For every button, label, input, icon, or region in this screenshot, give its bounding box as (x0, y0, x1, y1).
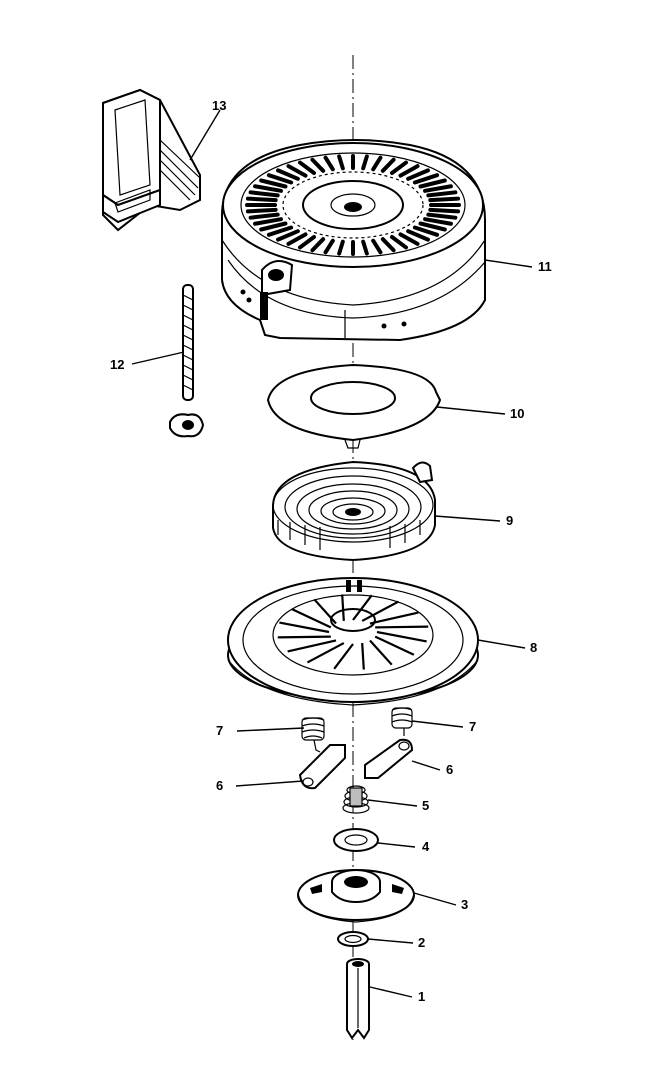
callout-7-left: 7 (216, 723, 223, 738)
part-3-retainer (297, 869, 415, 923)
callout-6-left: 6 (216, 778, 223, 793)
callout-7-right: 7 (469, 719, 476, 734)
callout-9: 9 (506, 513, 513, 528)
part-11-housing (221, 139, 486, 342)
part-6-pawl-left (298, 744, 346, 790)
callout-10: 10 (510, 406, 524, 421)
callout-6-right: 6 (446, 762, 453, 777)
callouts: 1 2 3 4 5 6 6 7 7 8 9 10 11 12 13 (110, 98, 552, 1004)
part-7-spring-left (301, 717, 325, 753)
callout-8: 8 (530, 640, 537, 655)
callout-13: 13 (212, 98, 226, 113)
callout-1: 1 (418, 989, 425, 1004)
callout-2: 2 (418, 935, 425, 950)
callout-4: 4 (422, 839, 430, 854)
callout-5: 5 (422, 798, 429, 813)
part-7-spring-right (391, 707, 413, 736)
part-6-pawl-right (364, 738, 414, 779)
part-10-plate (266, 363, 442, 449)
part-12-rope (169, 284, 205, 438)
callout-11: 11 (538, 259, 552, 274)
part-8-pulley (227, 577, 479, 706)
part-5-spring (342, 785, 370, 814)
part-9-spring (272, 460, 436, 562)
part-4-washer (333, 828, 379, 852)
part-13-handle (102, 88, 201, 232)
callout-3: 3 (461, 897, 468, 912)
part-2-washer (337, 931, 369, 947)
leader-lines (131, 109, 533, 998)
callout-12: 12 (110, 357, 124, 372)
part-1-pin (346, 958, 370, 1040)
